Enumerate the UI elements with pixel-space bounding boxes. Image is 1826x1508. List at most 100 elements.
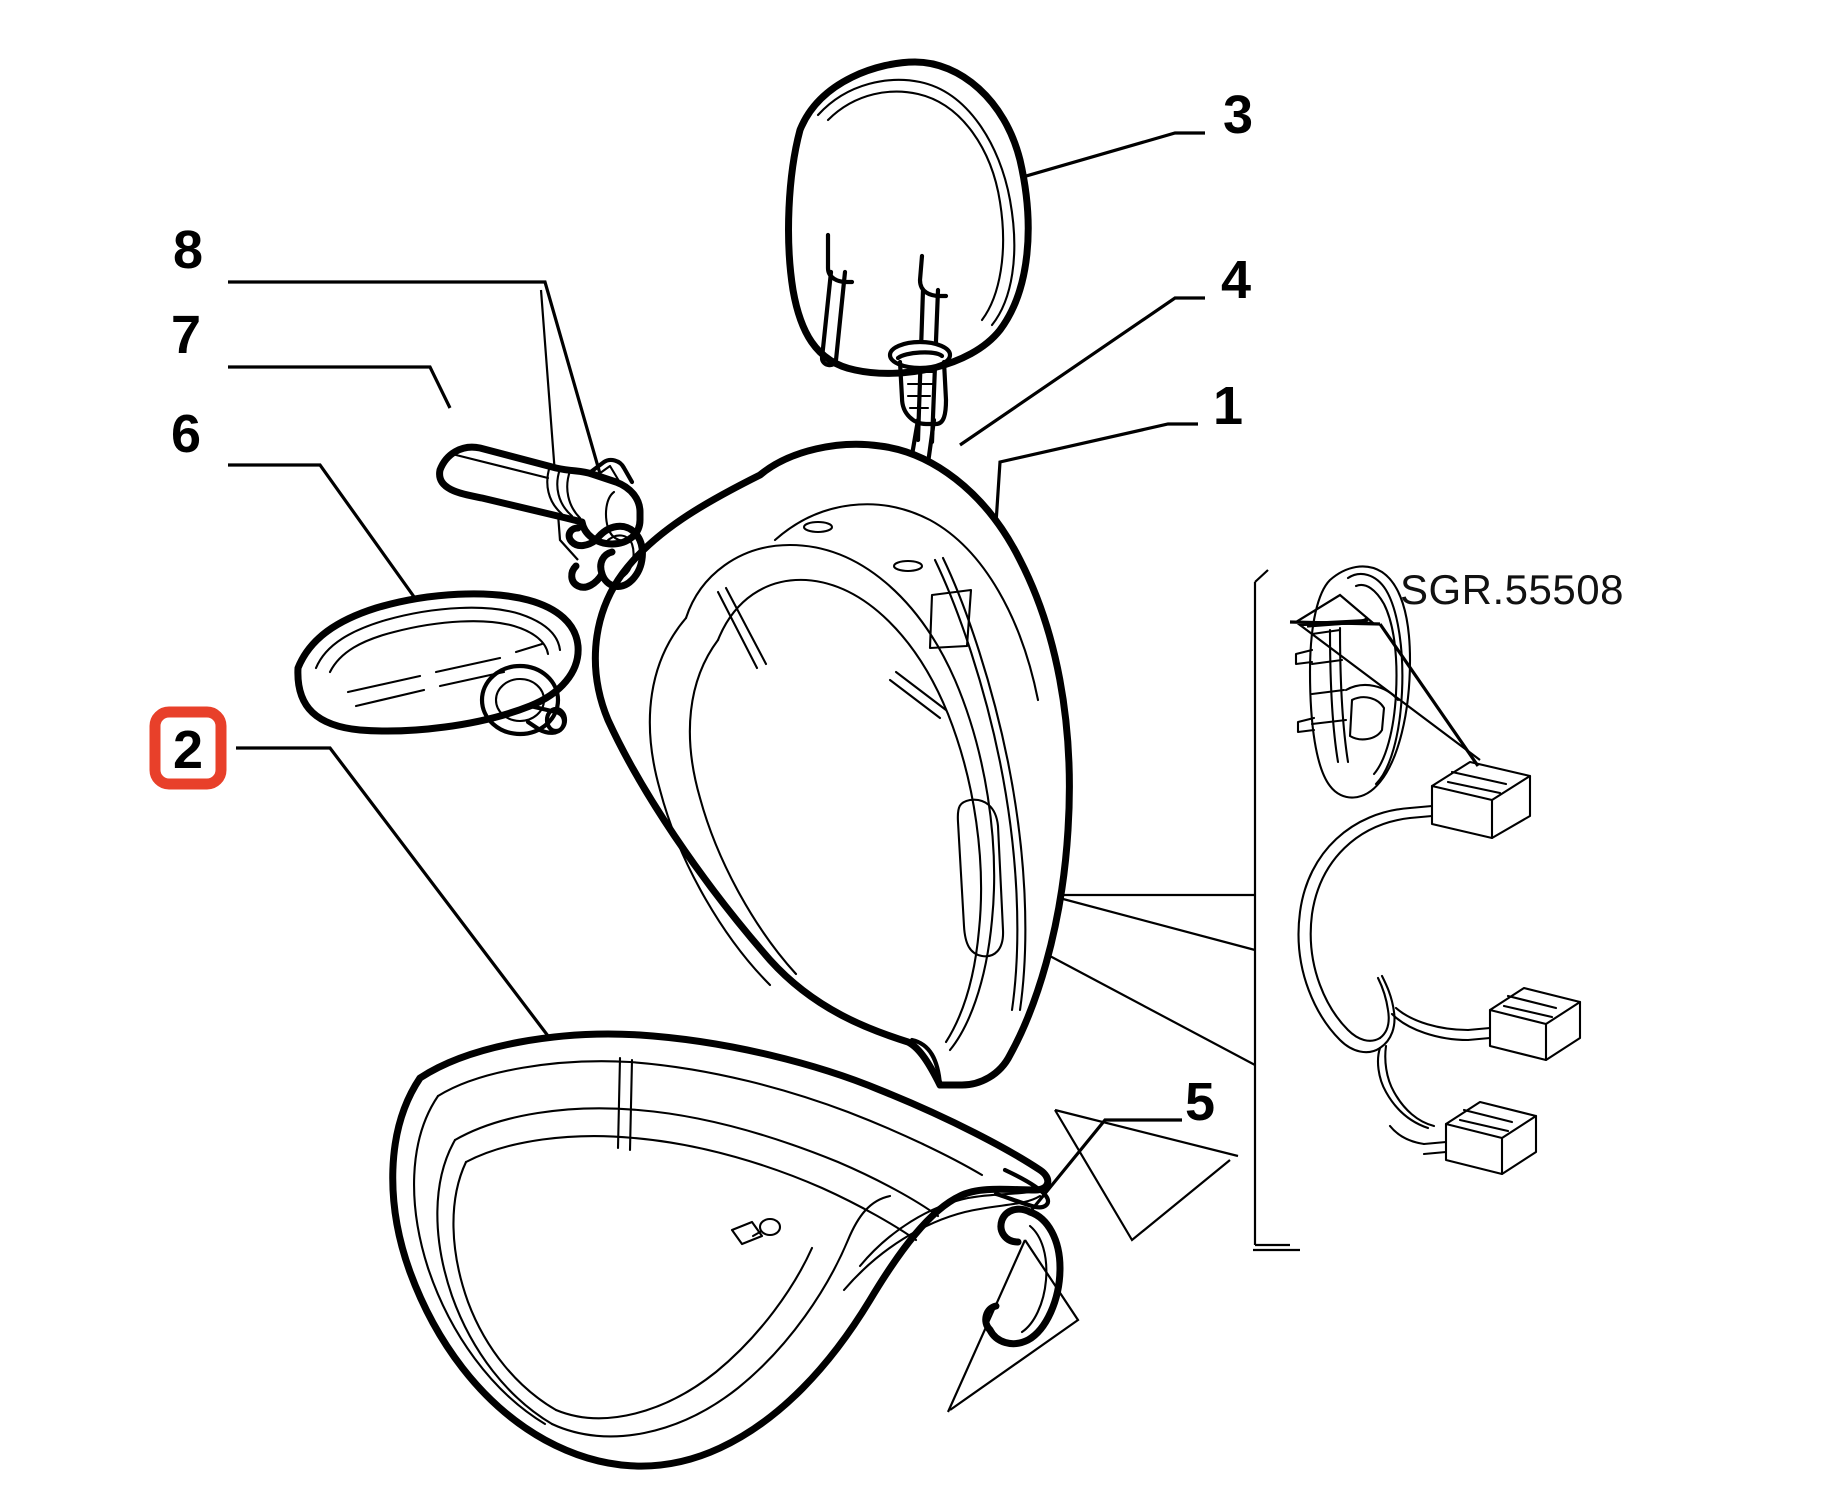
seat-back-panel-left — [648, 616, 772, 987]
harness-wire-f — [1384, 1044, 1436, 1128]
seat-back-seam-v-left — [716, 590, 759, 670]
seat-back-bottom-notch — [909, 1037, 943, 1088]
module-display-panel — [1348, 696, 1386, 741]
connector-top-ridge — [1446, 770, 1508, 795]
headrest-outline — [785, 58, 1032, 377]
module-lower-seam — [1344, 684, 1400, 702]
harness-wire-to-mid — [1394, 1006, 1470, 1032]
sgr-bracket-arm-upper — [1254, 569, 1269, 583]
connector-mid-ridge — [1502, 994, 1558, 1019]
module-face — [1346, 573, 1404, 786]
harness-wire-a — [1297, 806, 1412, 1054]
module-tab-upper — [1294, 648, 1314, 666]
cushion-piping-left — [413, 1094, 547, 1426]
seat-back-outline — [591, 440, 1073, 1089]
module-rib-edge — [1310, 628, 1348, 726]
arrow-cushion-b — [949, 1239, 1080, 1411]
cushion-wrap-tail — [993, 1167, 1051, 1210]
small-clip-shape — [592, 522, 646, 591]
small-clip-tail — [565, 524, 600, 550]
knob-shaft-top — [450, 452, 550, 480]
hook-clip-lower-curl — [982, 1302, 1000, 1334]
seat-back-top-seam — [773, 503, 1040, 702]
callout-label-1: 1 — [1213, 376, 1243, 436]
callout-label-8: 8 — [173, 220, 203, 280]
seat-back-side-seam — [933, 558, 1019, 1012]
connector-top-body — [1430, 760, 1532, 840]
small-clip-inner — [604, 534, 635, 578]
highlight-box-callout-2[interactable] — [149, 706, 227, 790]
module-rib-spine — [1338, 626, 1350, 764]
leader-line-7 — [228, 365, 452, 409]
armrest-outline — [294, 590, 582, 735]
connector-bottom-ridge — [1458, 1108, 1514, 1133]
connector-bottom-face — [1444, 1114, 1538, 1176]
headrest-seam-inner — [826, 90, 1005, 322]
armrest-pivot-boss — [479, 663, 561, 737]
callout-label-6: 6 — [171, 404, 201, 464]
harness-wire-b — [1309, 816, 1412, 1042]
cushion-bolster-fold — [858, 1186, 1044, 1268]
cushion-tag-link — [751, 1230, 762, 1238]
leader-line-8-secondary — [539, 289, 579, 561]
leader-line-2 — [236, 746, 572, 1066]
guide-head-ellipse — [887, 339, 953, 371]
seat-back-panel-outer — [684, 543, 996, 1052]
cushion-center-panel-top — [464, 1135, 918, 1242]
callout-label-5: 5 — [1185, 1072, 1215, 1132]
hook-clip-inner — [1020, 1224, 1048, 1334]
seat-back-side-seam2 — [941, 556, 1027, 1012]
armrest-seam-inner — [328, 620, 550, 674]
module-outline — [1308, 565, 1412, 799]
leader-line-8 — [228, 280, 619, 534]
connector-bottom-stub — [1422, 1140, 1448, 1156]
headrest-seam-outer — [816, 78, 1016, 327]
cushion-rear-seam-a — [616, 1056, 622, 1150]
harness-wire-e — [1376, 1046, 1430, 1130]
connector-top-face — [1430, 774, 1532, 840]
wire-top-stub — [1408, 804, 1434, 820]
knob-ring-a — [546, 464, 564, 516]
armrest-pin-cap — [544, 706, 568, 734]
cushion-seam-ring-bottom — [550, 1194, 892, 1438]
seat-back-side-slot — [956, 798, 1005, 958]
seat-back-panel-inner-left — [688, 638, 798, 976]
harness-wire-c — [1378, 974, 1396, 1050]
part-armrest — [294, 590, 582, 737]
part-seat-back — [591, 440, 1073, 1089]
connector-mid-stub — [1466, 1026, 1492, 1042]
hook-clip-eye — [997, 1205, 1034, 1246]
armrest-pivot-inner — [494, 677, 546, 723]
sgr-bracket-arm-low — [1047, 954, 1256, 1066]
part-small-clip — [565, 522, 646, 591]
module-tab-lower — [1296, 716, 1316, 734]
part-sgr-module — [1294, 565, 1412, 799]
part-hook-clip — [982, 1205, 1064, 1348]
knob-cap-edge — [620, 484, 642, 516]
arrow-cushion-c — [1054, 1108, 1239, 1158]
arrow-cushion-a — [1054, 1109, 1231, 1242]
callout-label-2: 2 — [173, 720, 203, 780]
headrest-post-left-shaft — [819, 269, 848, 368]
knob-lever — [585, 457, 635, 485]
headrest-hole-left — [802, 520, 834, 534]
part-headrest — [785, 58, 1032, 445]
sgr-leader-connector — [1378, 623, 1480, 767]
guide-head-inner — [895, 350, 945, 361]
seat-back-panel-inner — [716, 578, 983, 1044]
headrest-post-right — [917, 253, 949, 299]
knob-ring-b — [556, 467, 574, 518]
seat-back-seam-v-right2 — [894, 670, 948, 712]
leader-line-5 — [1028, 1118, 1182, 1214]
cushion-center-panel-left — [452, 1160, 558, 1412]
guide-ribs — [906, 370, 936, 410]
part-seat-cushion — [389, 1030, 1052, 1470]
connector-mid-body — [1488, 986, 1582, 1062]
harness-wire-to-mid2 — [1390, 1012, 1470, 1042]
connector-bottom-body — [1444, 1100, 1538, 1176]
knob-lever-edge — [594, 464, 624, 488]
leader-line-4 — [959, 296, 1205, 447]
part-sgr-harness — [1297, 760, 1582, 1176]
